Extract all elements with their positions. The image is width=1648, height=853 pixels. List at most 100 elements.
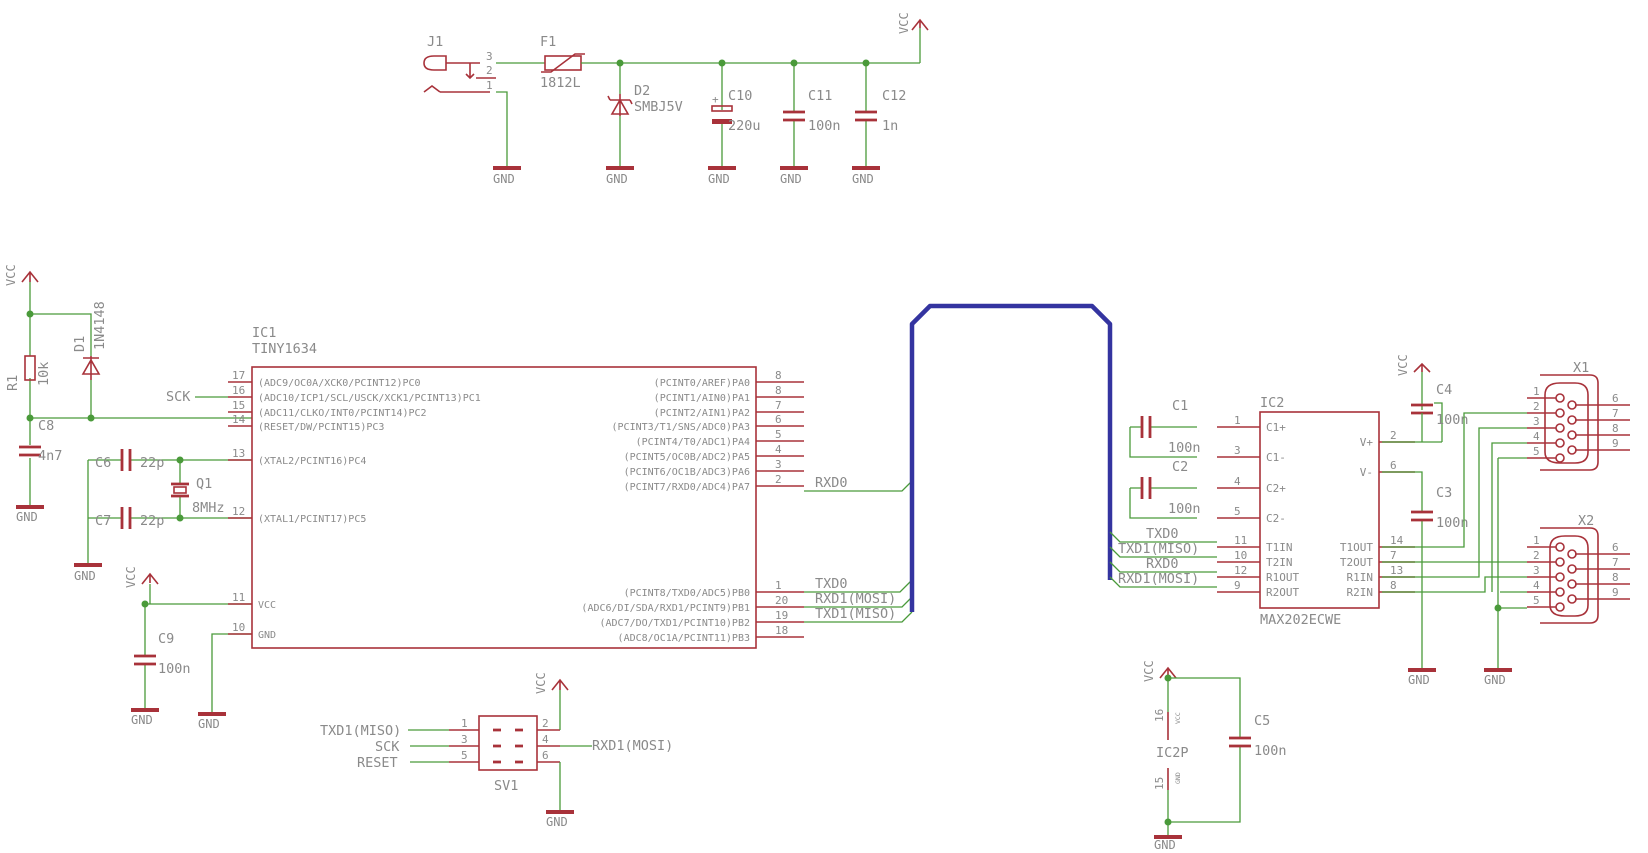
c3-capacitor[interactable]: C3 100n: [1411, 485, 1469, 531]
f1-value: 1812L: [540, 75, 581, 91]
vcc-symbol: VCC: [534, 672, 569, 694]
gnd-symbol: GND: [493, 166, 521, 186]
c11-label: C11: [808, 88, 832, 104]
pin-number: 20: [775, 594, 788, 607]
ic2-logic-nets: TXD0 TXD1(MISO) RXD0 RXD1(MOSI): [1109, 526, 1217, 588]
c9-capacitor[interactable]: C9 100n: [134, 631, 191, 677]
pin-label: (ADC7/DO/TXD1/PCINT10)PB2: [599, 618, 750, 629]
svg-text:GND: GND: [1408, 673, 1430, 687]
c4-capacitor[interactable]: C4 100n: [1411, 382, 1469, 428]
pin-number: 18: [775, 624, 788, 637]
db9-pin: [1555, 453, 1565, 463]
db9-pin: [1567, 415, 1577, 425]
svg-text:GND: GND: [1484, 673, 1506, 687]
d2-tvs-diode[interactable]: D2 SMBJ5V: [607, 83, 683, 116]
pin-number: 4: [775, 443, 782, 456]
svg-text:RXD0: RXD0: [1146, 556, 1179, 572]
pin-number: 6: [1612, 392, 1619, 405]
c8-capacitor[interactable]: C8 4n7: [19, 418, 62, 464]
pin-label: R1OUT: [1266, 571, 1299, 584]
d1-diode[interactable]: D1 1N4148: [72, 301, 108, 380]
gnd-symbol: GND: [546, 810, 574, 829]
pin-label: T1OUT: [1340, 541, 1373, 554]
gnd-symbol: GND: [74, 563, 102, 583]
svg-text:3: 3: [461, 733, 468, 746]
c10-capacitor[interactable]: + C10 220u: [711, 88, 761, 134]
ic1-right-pins: 8(PCINT0/AREF)PA08(PCINT1/AIN0)PA17(PCIN…: [581, 369, 804, 644]
svg-text:5: 5: [461, 749, 468, 762]
pin-number: 9: [1234, 579, 1241, 592]
c5-capacitor[interactable]: C5 100n: [1229, 713, 1287, 759]
c11-capacitor[interactable]: C11 100n: [783, 88, 841, 134]
pin-label: C1+: [1266, 421, 1286, 434]
svg-text:C2: C2: [1172, 459, 1188, 475]
pin-number: 7: [775, 399, 782, 412]
pin-label: C1-: [1266, 451, 1286, 464]
pin-number: 4: [1533, 579, 1540, 592]
mcu-bus-connections: RXD0 TXD0 RXD1(MOSI) TXD1(MISO): [804, 303, 1113, 623]
pin-number: 11: [1234, 534, 1247, 547]
c7-capacitor[interactable]: C7 22p: [95, 507, 164, 529]
j1-pin2: 2: [486, 64, 493, 77]
pin-label: R2OUT: [1266, 586, 1299, 599]
ic1-tiny1634[interactable]: IC1 TINY1634 17(ADC9/OC0A/XCK0/PCINT12)P…: [166, 325, 804, 649]
svg-text:C5: C5: [1254, 713, 1270, 729]
svg-text:VCC: VCC: [897, 12, 911, 34]
gnd-symbol: GND: [852, 166, 880, 186]
pin-number: 8: [775, 369, 782, 382]
pin-label: R2IN: [1347, 586, 1374, 599]
pin-number: 5: [1234, 505, 1241, 518]
db9-pin: [1567, 400, 1577, 410]
c8-value: 4n7: [38, 448, 62, 464]
svg-text:+: +: [712, 93, 719, 106]
svg-text:C3: C3: [1436, 485, 1452, 501]
j1-label: J1: [427, 34, 443, 50]
pin-label: (PCINT3/T1/SNS/ADC0)PA3: [612, 422, 750, 433]
svg-text:VCC: VCC: [534, 672, 548, 694]
db9-pin: [1555, 393, 1565, 403]
gnd-symbol: GND: [606, 166, 634, 186]
pin-number: 5: [775, 428, 782, 441]
pin-label: C2-: [1266, 512, 1286, 525]
pin-number: 10: [232, 621, 245, 634]
ic2-max202[interactable]: IC2 MAX202ECWE 1C1+3C1-4C2+5C2-11T1IN10T…: [1217, 395, 1415, 628]
svg-text:2: 2: [542, 717, 549, 730]
vcc-symbol: VCC: [4, 264, 39, 286]
pin-label: T2OUT: [1340, 556, 1373, 569]
c2-capacitor[interactable]: C2 100n: [1140, 459, 1201, 517]
svg-text:GND: GND: [1154, 838, 1176, 852]
gnd-symbol: GND: [708, 166, 736, 186]
db9-pin: [1567, 445, 1577, 455]
pin-number: 5: [1533, 594, 1540, 607]
sv1-isp-header[interactable]: 1 3 5 2 4 6 SV1: [449, 715, 560, 794]
pin-number: 7: [1612, 556, 1619, 569]
c12-capacitor[interactable]: C12 1n: [855, 88, 906, 134]
pin-number: 9: [1612, 586, 1619, 599]
q1-crystal[interactable]: Q1 8MHz: [171, 476, 225, 516]
pin-label: T2IN: [1266, 556, 1293, 569]
db9-pin: [1555, 572, 1565, 582]
c6-label: C6: [95, 455, 111, 471]
pin-number: 8: [1612, 422, 1619, 435]
f1-label: F1: [540, 34, 556, 50]
ic1-label: IC1: [252, 325, 276, 341]
d2-value: SMBJ5V: [634, 99, 683, 115]
c10-label: C10: [728, 88, 752, 104]
svg-text:VCC: VCC: [1174, 712, 1182, 724]
svg-text:C1: C1: [1172, 398, 1188, 414]
svg-text:6: 6: [542, 749, 549, 762]
db9-pin: [1555, 423, 1565, 433]
f1-fuse[interactable]: F1 1812L: [540, 34, 585, 91]
c1-capacitor[interactable]: C1 100n: [1140, 398, 1201, 456]
data-bus: [909, 303, 1113, 612]
pin-label: (PCINT7/RXD0/ADC4)PA7: [624, 482, 750, 493]
sck-net-label: SCK: [166, 389, 191, 405]
r1-resistor[interactable]: R1 10k: [5, 355, 52, 391]
c6-capacitor[interactable]: C6 22p: [95, 449, 164, 471]
pin-label: C2+: [1266, 482, 1286, 495]
pin-number: 1: [1533, 534, 1540, 547]
pin-number: 1: [1533, 385, 1540, 398]
j1-connector[interactable]: J1 3 2 1: [423, 34, 496, 93]
